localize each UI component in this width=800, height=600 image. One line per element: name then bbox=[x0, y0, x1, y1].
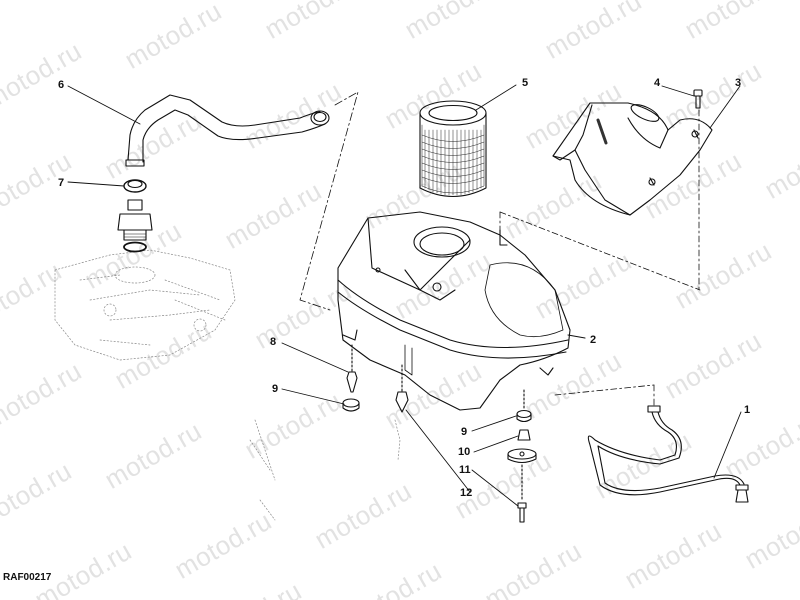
callout-air-filter-element: 5 bbox=[522, 77, 529, 89]
callout-hose-clamp: 7 bbox=[58, 177, 65, 189]
mounting-stud-8 bbox=[346, 344, 358, 393]
leader-line-2 bbox=[567, 334, 586, 339]
callout-rubber-grommet-right: 9 bbox=[461, 426, 468, 438]
assembly-line bbox=[299, 91, 359, 311]
air-box-cover-3 bbox=[552, 102, 713, 216]
callout-drain-hose: 1 bbox=[744, 404, 751, 416]
breather-hose-6 bbox=[125, 94, 330, 167]
leader-lines bbox=[67, 84, 742, 507]
mounting-washer-plate bbox=[507, 448, 537, 464]
mounting-stud-12 bbox=[395, 364, 409, 413]
engine-ghost-sketch bbox=[54, 249, 401, 521]
callout-mounting-stud: 8 bbox=[270, 336, 277, 348]
callout-rubber-grommet-left: 9 bbox=[272, 383, 279, 395]
drawing-code: RAF00217 bbox=[3, 572, 52, 583]
callout-cover-screw: 4 bbox=[654, 77, 661, 89]
air-filter-element-5 bbox=[419, 100, 487, 197]
cover-logo bbox=[596, 118, 608, 145]
cover-screw-4 bbox=[693, 89, 703, 109]
mounting-screw-11 bbox=[517, 464, 527, 523]
grommet-9-right bbox=[516, 389, 532, 423]
callout-air-box: 2 bbox=[590, 334, 597, 346]
callout-spacer-bushing: 10 bbox=[458, 446, 471, 458]
callout-mounting-stud-center: 12 bbox=[460, 487, 473, 499]
callout-breather-hose: 6 bbox=[58, 79, 65, 91]
breather-fitting bbox=[117, 199, 153, 241]
air-box-2 bbox=[337, 211, 586, 411]
o-ring bbox=[123, 241, 147, 253]
callout-air-box-cover: 3 bbox=[735, 77, 742, 89]
grommet-9-left bbox=[342, 398, 360, 412]
callout-mounting-screw: 11 bbox=[459, 464, 471, 476]
drain-hose-1 bbox=[554, 384, 749, 503]
spacer-bushing-10 bbox=[517, 429, 531, 441]
hose-clamp-7 bbox=[123, 179, 147, 193]
